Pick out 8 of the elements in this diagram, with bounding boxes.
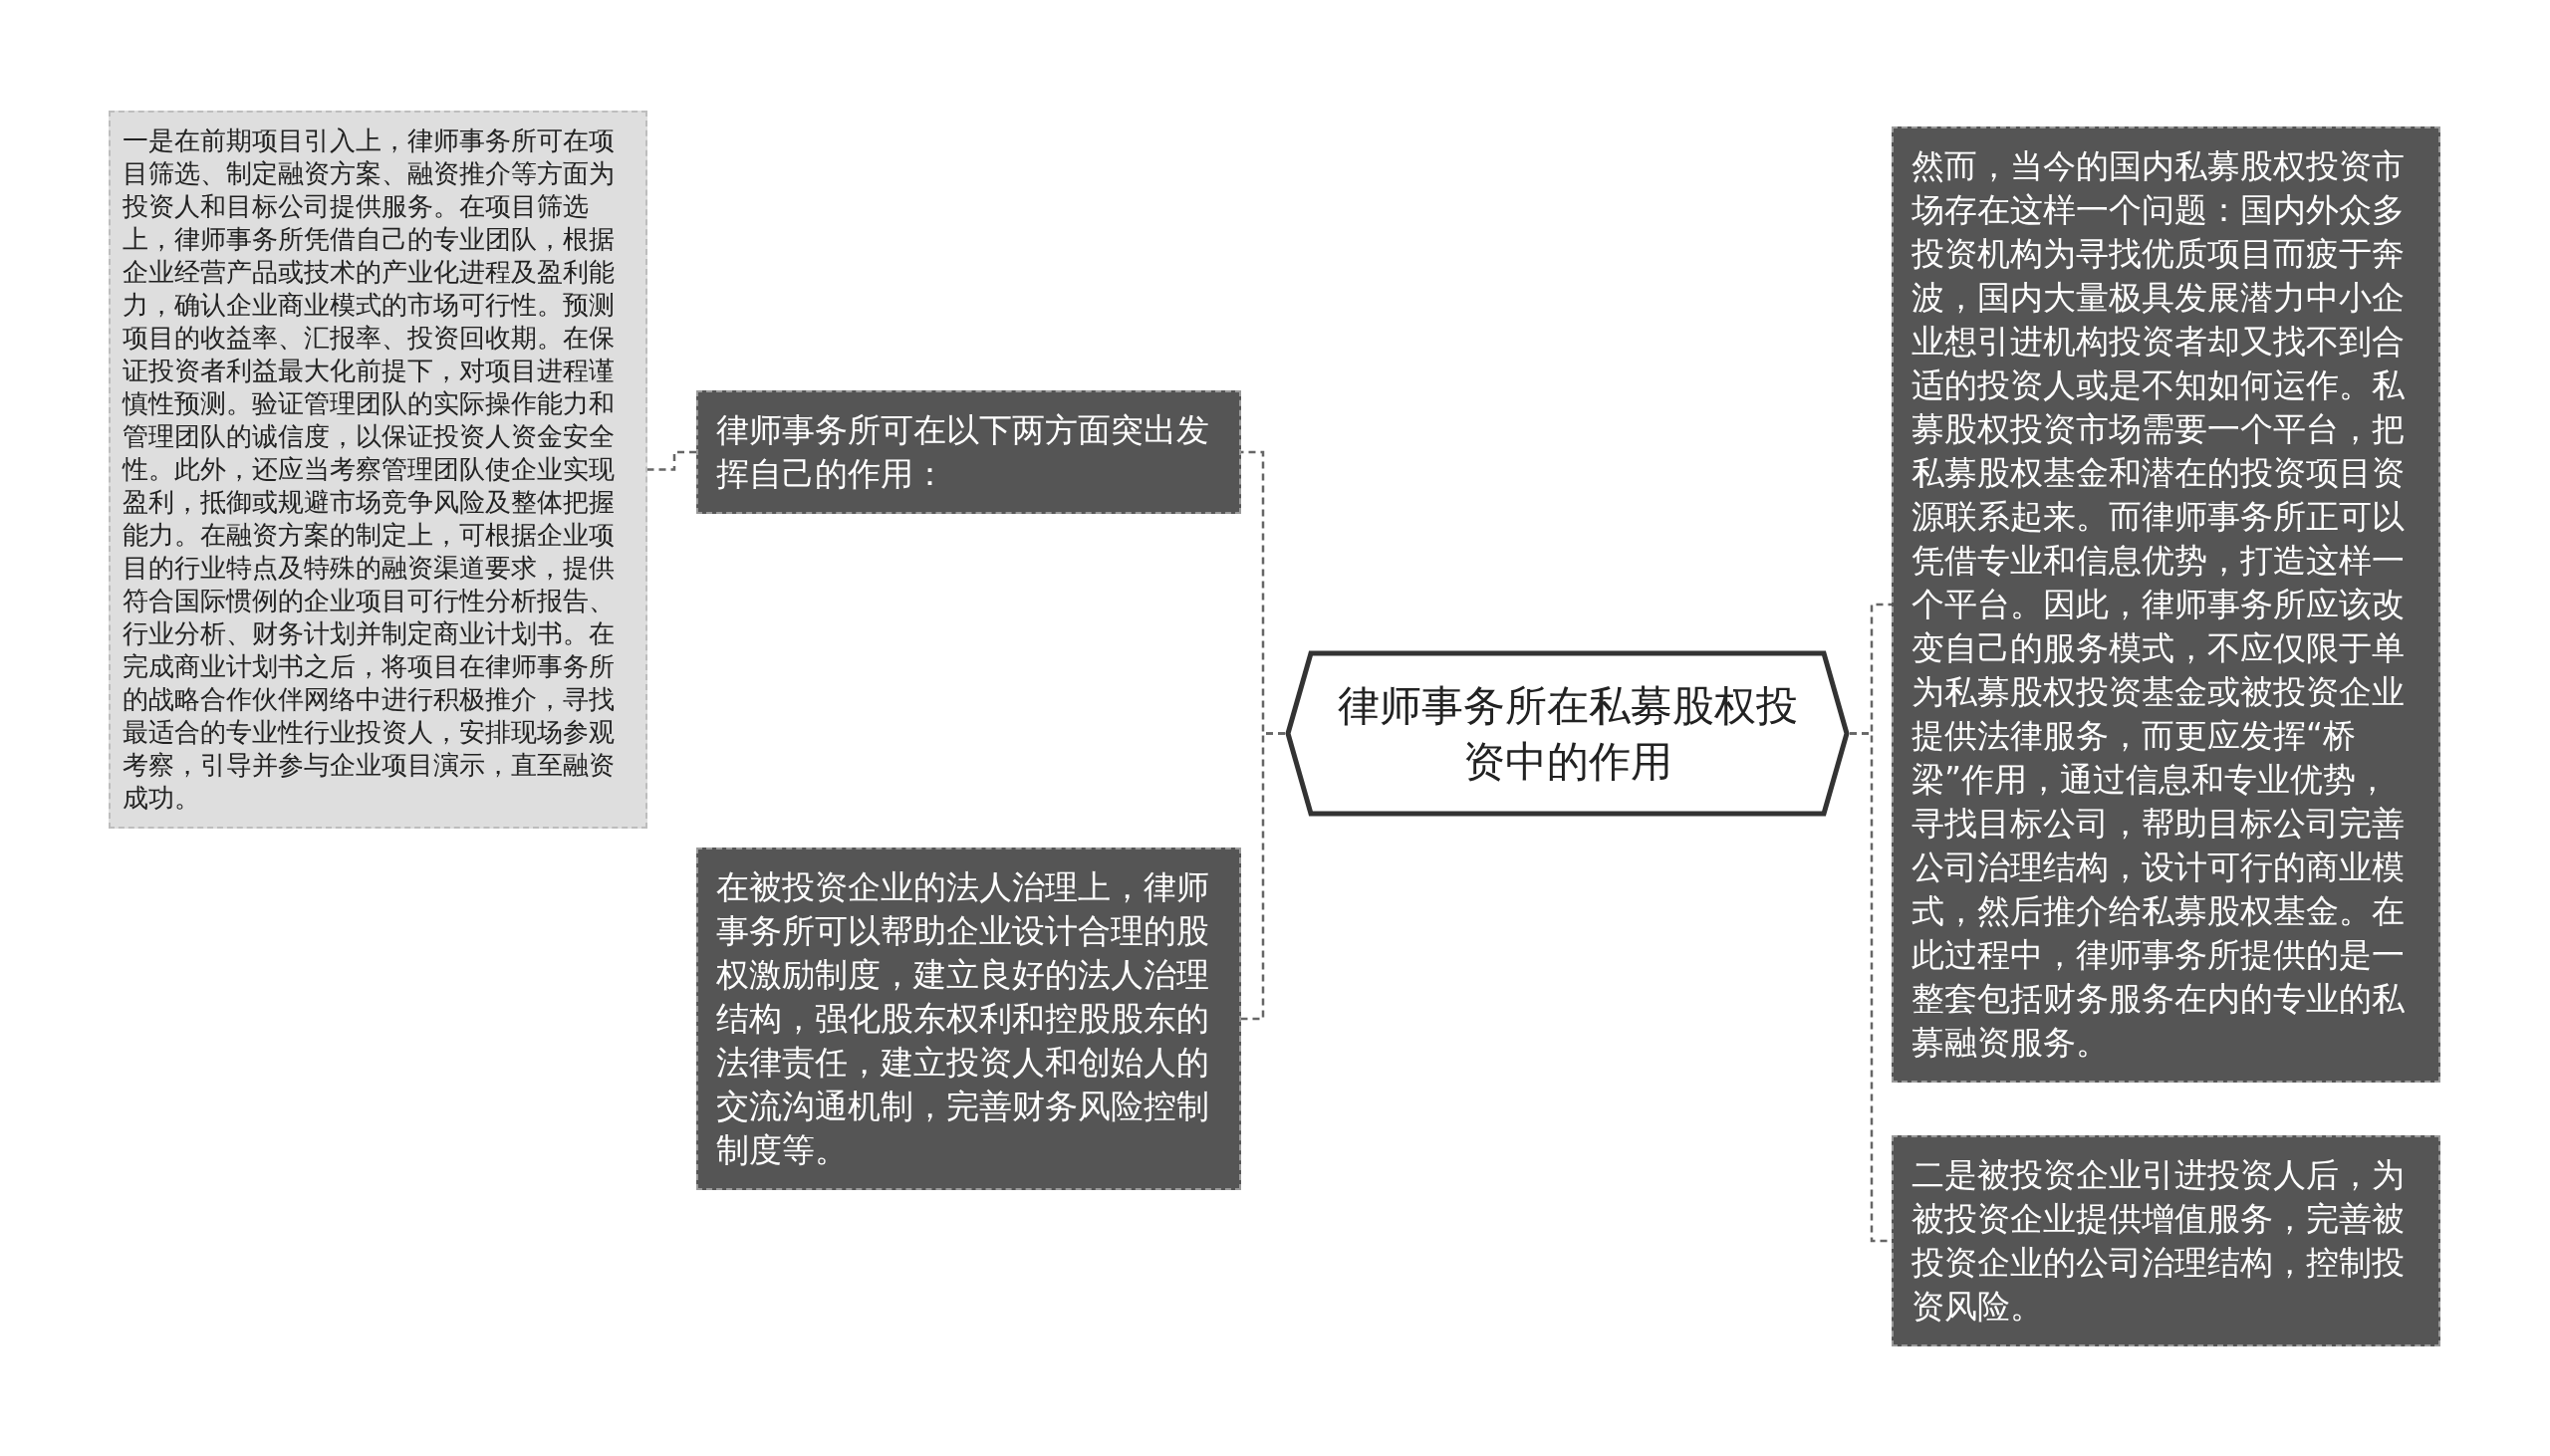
topic-box: 在被投资企业的法人治理上，律师事务所可以帮助企业设计合理的股权激励制度，建立良好的法人治理结构，强化股东权利和控股股东的法律责任，建立投资人和创始人的交流沟通机制，完善财务风险控制制度等。 — [696, 848, 1241, 1190]
connector-line — [1241, 732, 1285, 1021]
topic-box: 律师事务所可在以下两方面突出发挥自己的作用： — [696, 390, 1241, 514]
detail-box: 一是在前期项目引入上，律师事务所可在项目筛选、制定融资方案、融资推介等方面为投资人和目标公司提供服务。在项目筛选上，律师事务所凭借自己的专业团队，根据企业经营产品或技术的产业化进程及盈利能力，确认企业商业模式的市场可行性。预测项目的收益率、汇报率、投资回收期。在保证投资者利益最大化前提下，对项目进程谨慎性预测。验证管理团队的实际操作能力和管理团队的诚信度，以保证投资人资金安全性。此外，还应当考察管理团队使企业实现盈利，抵御或规避市场竞争风险及整体把握能力。在融资方案的制定上，可根据企业项目的行业特点及特殊的融资渠道要求，提供符合国际惯例的企业项目可行性分析报告、行业分析、财务计划并制定商业计划书。在完成商业计划书之后，将项目在律师事务所的战略合作伙伴网络中进行积极推介，寻找最适合的专业性行业投资人，安排现场参观考察，引导并参与企业项目演示，直至融资成功。 — [109, 111, 647, 829]
connector-line — [647, 450, 696, 471]
topic-box: 然而，当今的国内私募股权投资市场存在这样一个问题：国内外众多投资机构为寻找优质项目而疲于奔波，国内大量极具发展潜力中小企业想引进机构投资者却又找不到合适的投资人或是不知如何运作。私募股权投资市场需要一个平台，把私募股权基金和潜在的投资项目资源联系起来。而律师事务所正可以凭借专业和信息优势，打造这样一个平台。因此，律师事务所应该改变自己的服务模式，不应仅限于单为私募股权投资基金或被投资企业提供法律服务，而更应发挥“桥梁”作用，通过信息和专业优势，寻找目标公司，帮助目标公司完善公司治理结构，设计可行的商业模式，然后推介给私募股权基金。在此过程中，律师事务所提供的是一整套包括财务服务在内的专业的私募融资服务。 — [1892, 126, 2440, 1083]
central-topic-hexagon: 律师事务所在私募股权投资中的作用 — [1285, 650, 1850, 817]
topic-box: 二是被投资企业引进投资人后，为被投资企业提供增值服务，完善被投资企业的公司治理结构，控制投资风险。 — [1892, 1135, 2440, 1346]
